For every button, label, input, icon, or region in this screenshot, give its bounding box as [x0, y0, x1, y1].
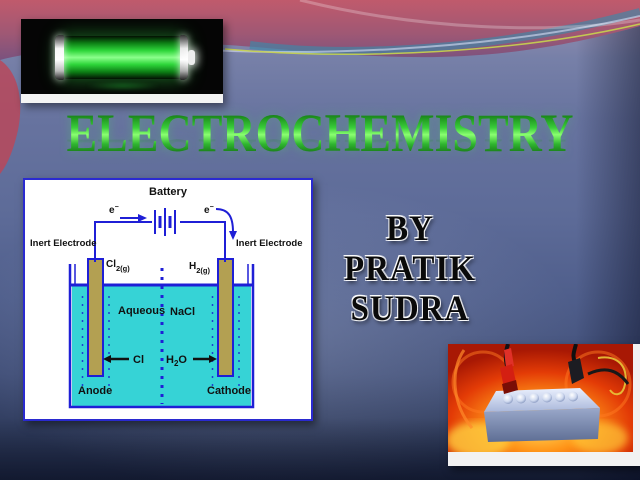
car-battery-photo [448, 344, 640, 466]
electron-base: e [204, 205, 210, 216]
chloride-arrowhead-icon [103, 355, 111, 363]
electron-flow-arrow-right-icon [215, 208, 234, 233]
wave-left-red-wedge [0, 60, 21, 174]
inert-electrode-label-right: Inert Electrode [236, 238, 303, 249]
slide-title: ELECTROCHEMISTRY [66, 102, 574, 163]
cable-orange-left [453, 349, 474, 429]
hydrogen-base: H [189, 261, 196, 272]
inert-electrode-label-left: Inert Electrode [30, 238, 97, 249]
electrolysis-diagram: Battery e− e− Inert Electrode Inert Elec… [23, 178, 313, 421]
battery-top-face [484, 388, 600, 412]
water-arrowhead-icon [209, 355, 217, 363]
beaker-outline [68, 264, 255, 409]
cable-yellow-right [597, 356, 627, 396]
battery-front-face [484, 408, 600, 442]
electron-sup: − [115, 204, 119, 211]
anode-electrode [87, 258, 104, 377]
electron-sup: − [210, 204, 214, 211]
wave-upper-faint-stroke [299, 0, 640, 30]
cathode-label: Cathode [207, 385, 251, 397]
battery-left-cap [55, 35, 64, 80]
wave-decoration [0, 0, 640, 174]
hydrogen-sub: 2(g) [196, 266, 210, 275]
battery-right-cap [180, 35, 188, 80]
electron-flow-arrowhead-right-icon [229, 231, 237, 240]
aqueous-label: Aqueous [118, 305, 165, 317]
water-base: H [166, 354, 174, 366]
byline-line-by: BY [386, 209, 434, 249]
electron-flow-arrowhead-left-icon [138, 214, 147, 222]
cable-black-right [571, 344, 578, 363]
chlorine-base: Cl [106, 259, 116, 270]
byline-line-lastname: SUDRA [350, 289, 470, 329]
hydrogen-gas-label: H2(g) [189, 261, 210, 275]
circuit-wire-right [180, 221, 226, 262]
red-clamp-teeth [502, 380, 518, 394]
author-byline: BY PRATIK SUDRA [330, 209, 490, 329]
cable-black-far-right [587, 368, 630, 385]
nacl-label: NaCl [170, 306, 195, 318]
red-clamp-handle [504, 348, 514, 368]
chloride-label: Cl [133, 354, 144, 366]
electron-label-left: e− [109, 204, 119, 216]
water-sub: 2 [174, 359, 179, 368]
battery-label: Battery [149, 186, 188, 198]
battery-image-white-border [21, 94, 223, 103]
chlorine-gas-label: Cl2(g) [106, 259, 130, 273]
green-battery-icon [59, 36, 186, 79]
cathode-electrode [217, 258, 234, 377]
battery-reflection [69, 81, 177, 91]
battery-terminal-nub [188, 50, 195, 65]
electron-label-right: e− [204, 204, 214, 216]
battery-cell-caps [503, 391, 578, 404]
water-label: H2O [166, 354, 187, 368]
wave-yellow-stroke [224, 23, 640, 55]
byline-line-firstname: PRATIK [344, 249, 476, 289]
anode-label: Anode [78, 385, 112, 397]
circuit-wire-left [94, 221, 152, 262]
chlorine-sub: 2(g) [116, 264, 130, 273]
battery-symbol-icon [154, 208, 176, 236]
car-battery-photo-art [448, 344, 633, 452]
battery-charge-image [21, 19, 223, 103]
title-block: ELECTROCHEMISTRY [0, 103, 640, 162]
electron-base: e [109, 205, 115, 216]
water-rest: O [178, 354, 187, 366]
black-clamp-jaw [568, 358, 584, 384]
